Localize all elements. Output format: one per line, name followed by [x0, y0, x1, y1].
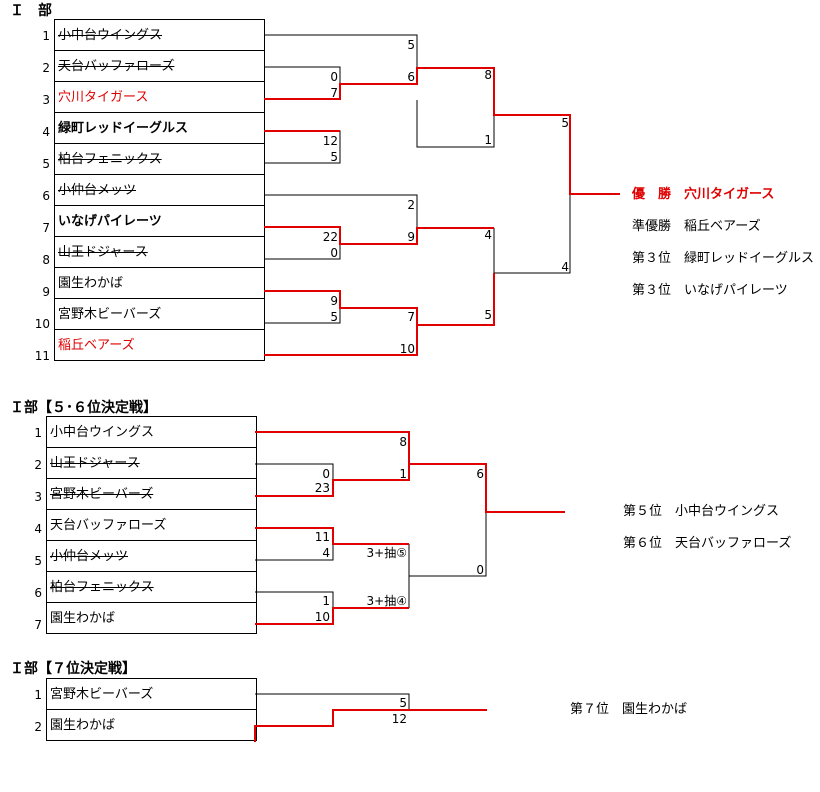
team-cell: 稲丘ベアーズ: [55, 330, 264, 361]
score-label: 22: [322, 230, 338, 244]
score-label: 6: [407, 70, 415, 84]
seed-number: 7: [42, 221, 50, 235]
team-cell: 園生わかば: [55, 268, 264, 299]
seed-number: 11: [34, 349, 50, 363]
team-table-div1: 小中台ウイングス 天台バッファローズ 穴川タイガース 緑町レッドイーグルス 柏台…: [54, 19, 265, 361]
score-label: 3+抽④: [366, 594, 407, 608]
seed-number: 3: [42, 93, 50, 107]
section-title-div1: Ｉ 部: [10, 3, 52, 19]
score-label: 7: [330, 86, 338, 100]
score-label: 5: [330, 310, 338, 324]
team-cell: いなげパイレーツ: [55, 206, 264, 237]
seed-number: 4: [42, 125, 50, 139]
team-cell: 園生わかば: [47, 710, 256, 741]
score-label: 8: [484, 68, 492, 82]
score-label: 12: [322, 134, 338, 148]
score-label: 10: [399, 342, 415, 356]
team-cell: 山王ドジャース: [55, 237, 264, 268]
score-label: 12: [391, 712, 407, 726]
sixth-place-result: 第６位 天台バッファローズ: [623, 536, 792, 551]
score-label: 11: [314, 530, 330, 544]
team-cell: 柏台フェニックス: [47, 572, 256, 603]
score-label: 9: [330, 294, 338, 308]
score-label: 5: [561, 116, 569, 130]
seed-number: 6: [42, 189, 50, 203]
seed-number: 8: [42, 253, 50, 267]
champion-result: 優 勝 穴川タイガース: [632, 187, 775, 202]
score-label: 3+抽⑤: [366, 546, 407, 560]
seed-number: 2: [42, 61, 50, 75]
seed-number: 3: [34, 490, 42, 504]
team-cell: 宮野木ビーバーズ: [47, 479, 256, 510]
section-title-div1-5-6: Ｉ部【５･６位決定戦】: [10, 400, 157, 416]
runner-up-result: 準優勝 稲丘ベアーズ: [632, 219, 761, 234]
seed-number: 5: [34, 554, 42, 568]
score-label: 4: [484, 228, 492, 242]
score-label: 7: [407, 310, 415, 324]
team-table-div1-7th: 宮野木ビーバーズ 園生わかば: [46, 678, 257, 741]
seed-number: 10: [34, 317, 50, 331]
score-label: 0: [476, 563, 484, 577]
third-place-result: 第３位 いなげパイレーツ: [632, 283, 788, 298]
seed-number: 2: [34, 458, 42, 472]
score-label: 23: [314, 481, 330, 495]
third-place-result: 第３位 緑町レッドイーグルス: [632, 251, 815, 266]
team-cell: 柏台フェニックス: [55, 144, 264, 175]
seed-number: 9: [42, 285, 50, 299]
team-table-div1-5-6: 小中台ウイングス 山王ドジャース 宮野木ビーバーズ 天台バッファローズ 小仲台メ…: [46, 416, 257, 634]
team-cell: 天台バッファローズ: [55, 51, 264, 82]
score-label: 5: [399, 696, 407, 710]
team-cell: 宮野木ビーバーズ: [47, 679, 256, 710]
score-label: 4: [322, 546, 330, 560]
score-label: 1: [399, 467, 407, 481]
score-label: 5: [407, 38, 415, 52]
seed-number: 4: [34, 522, 42, 536]
seed-number: 7: [34, 618, 42, 632]
team-cell: 天台バッファローズ: [47, 510, 256, 541]
team-cell: 小中台ウイングス: [55, 20, 264, 51]
score-label: 0: [330, 246, 338, 260]
score-label: 8: [399, 435, 407, 449]
seventh-place-result: 第７位 園生わかば: [570, 702, 688, 717]
team-cell: 園生わかば: [47, 603, 256, 634]
seed-number: 1: [34, 426, 42, 440]
score-label: 5: [330, 150, 338, 164]
score-label: 2: [407, 198, 415, 212]
team-cell: 山王ドジャース: [47, 448, 256, 479]
score-label: 6: [476, 467, 484, 481]
score-label: 1: [322, 594, 330, 608]
seed-number: 6: [34, 586, 42, 600]
score-label: 4: [561, 260, 569, 274]
seed-number: 1: [42, 29, 50, 43]
seed-number: 5: [42, 157, 50, 171]
score-label: 0: [330, 70, 338, 84]
team-cell: 小仲台メッツ: [55, 175, 264, 206]
team-cell: 小中台ウイングス: [47, 417, 256, 448]
team-cell: 緑町レッドイーグルス: [55, 113, 264, 144]
fifth-place-result: 第５位 小中台ウイングス: [623, 504, 780, 519]
team-cell: 小仲台メッツ: [47, 541, 256, 572]
score-label: 0: [322, 467, 330, 481]
score-label: 1: [484, 133, 492, 147]
score-label: 9: [407, 230, 415, 244]
score-label: 5: [484, 308, 492, 322]
seed-number: 2: [34, 720, 42, 734]
score-label: 10: [314, 610, 330, 624]
team-cell: 宮野木ビーバーズ: [55, 299, 264, 330]
team-cell: 穴川タイガース: [55, 82, 264, 113]
section-title-div1-7th: Ｉ部【７位決定戦】: [10, 661, 136, 677]
seed-number: 1: [34, 688, 42, 702]
